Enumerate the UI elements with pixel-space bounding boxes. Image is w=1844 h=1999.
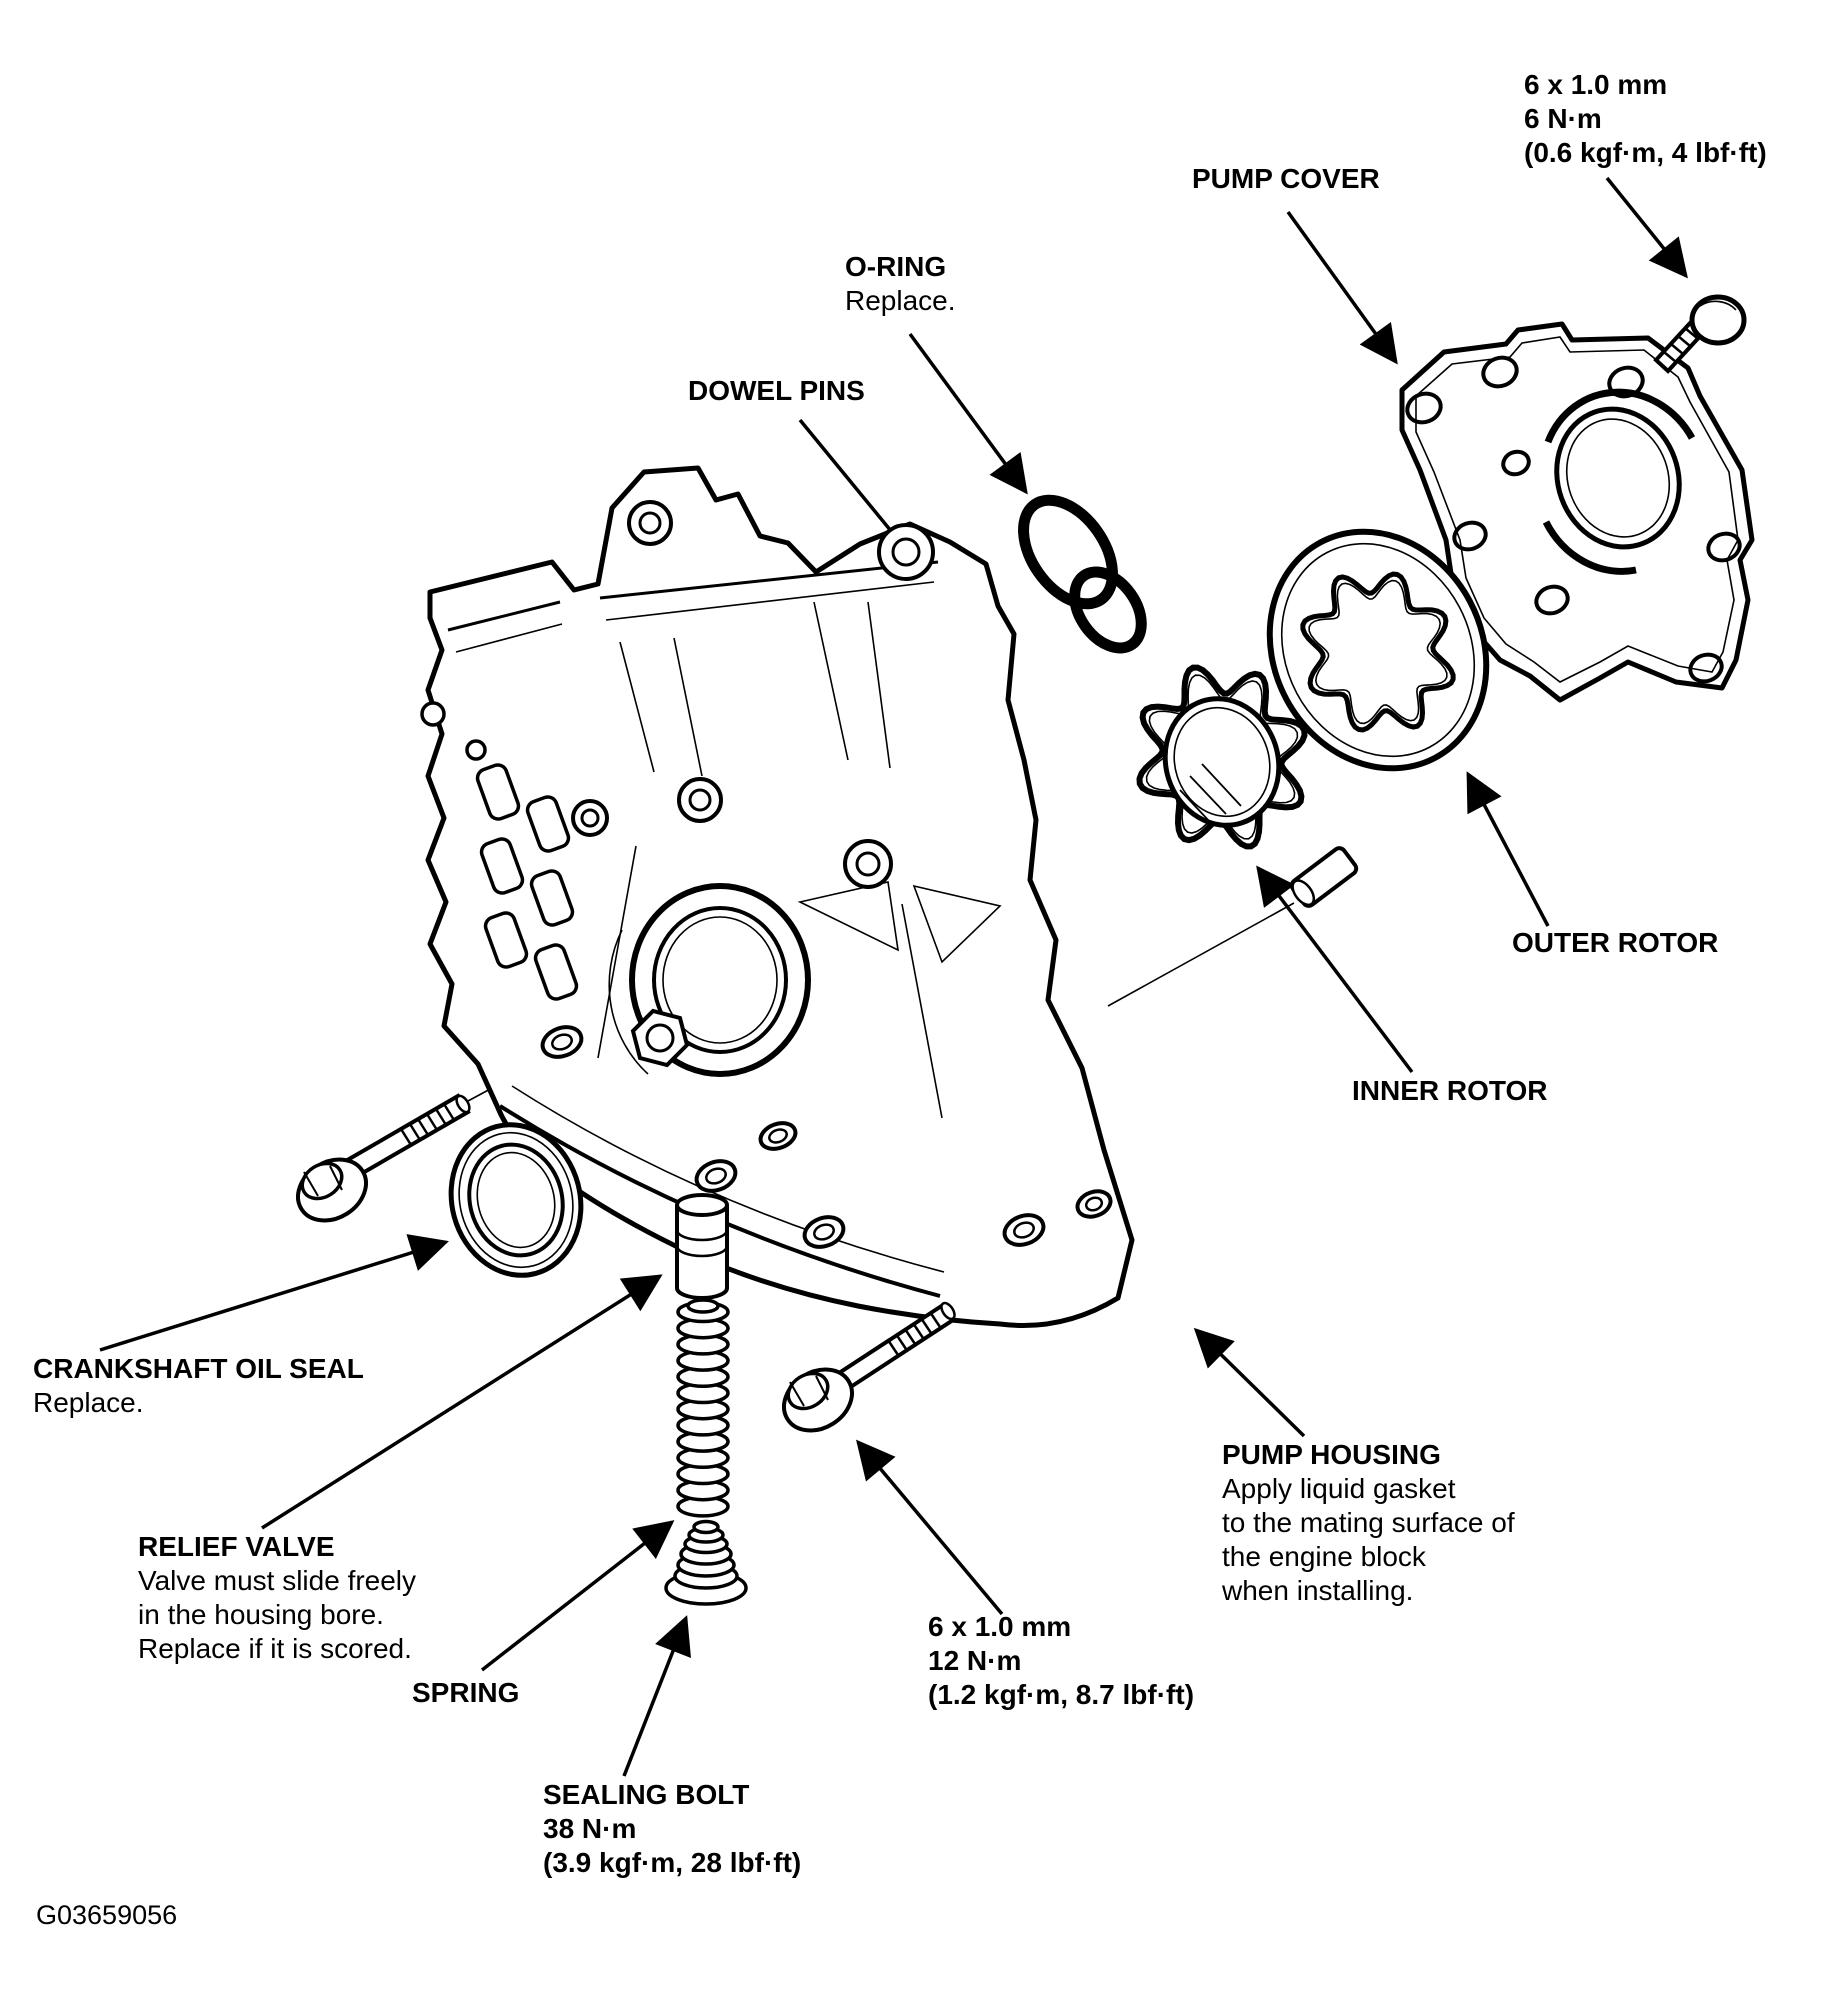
label-cover-bolt-spec: 6 x 1.0 mm 6 N·m (0.6 kgf·m, 4 lbf·ft) [1524,68,1767,170]
leader-relief-valve [261,1274,663,1530]
label-text: O-RING [845,251,947,282]
label-text: RELIEF VALVE [138,1531,335,1562]
leader-sealing-bolt [622,1615,691,1777]
label-note: when installing. [1222,1575,1414,1606]
leader-crank-seal [99,1234,449,1352]
label-sealing-bolt: SEALING BOLT 38 N·m (3.9 kgf·m, 28 lbf·f… [543,1778,801,1880]
label-note: Replace. [33,1387,144,1418]
leader-arrows [99,176,1688,1777]
label-note: Replace. [845,285,956,316]
label-note: Apply liquid gasket [1222,1473,1456,1504]
leader-inner-rotor [1256,865,1414,1074]
crankshaft-oil-seal-part [448,1122,584,1278]
spec-torque-alt: (1.2 kgf·m, 8.7 lbf·ft) [928,1679,1195,1710]
label-housing-bolt-spec: 6 x 1.0 mm 12 N·m (1.2 kgf·m, 8.7 lbf·ft… [928,1610,1194,1712]
label-relief-valve: RELIEF VALVE Valve must slide freely in … [138,1530,416,1666]
label-text: SEALING BOLT [543,1779,750,1810]
leader-pump-housing [1193,1327,1306,1438]
label-note: in the housing bore. [138,1599,384,1630]
o-ring-part [1018,494,1147,654]
label-text: INNER ROTOR [1352,1075,1548,1106]
leader-cover-bolt [1605,176,1688,279]
dowel-pin-2 [1289,846,1359,908]
label-text: PUMP HOUSING [1222,1439,1441,1470]
label-note: Valve must slide freely [138,1565,417,1596]
relief-valve-part [675,1193,729,1300]
leader-pump-cover [1286,210,1398,365]
label-note: the engine block [1222,1541,1426,1572]
label-text: CRANKSHAFT OIL SEAL [33,1353,364,1384]
label-crankshaft-oil-seal: CRANKSHAFT OIL SEAL Replace. [33,1352,364,1420]
inner-rotor-part [1136,664,1308,850]
label-spring: SPRING [412,1676,519,1710]
figure-code: G03659056 [36,1900,178,1930]
spring-part [676,1298,730,1518]
label-inner-rotor: INNER ROTOR [1352,1074,1548,1108]
pump-cover-part [1399,321,1755,703]
spec-size: 6 x 1.0 mm [928,1611,1072,1642]
sealing-bolt-part [664,1519,748,1606]
spec-torque-alt: (3.9 kgf·m, 28 lbf·ft) [543,1847,802,1878]
label-text: SPRING [412,1677,520,1708]
spec-torque: 38 N·m [543,1813,637,1844]
label-o-ring: O-RING Replace. [845,250,956,318]
spec-torque-alt: (0.6 kgf·m, 4 lbf·ft) [1524,137,1767,168]
label-note: to the mating surface of [1222,1507,1515,1538]
pump-housing-part [420,465,1135,1328]
label-pump-housing: PUMP HOUSING Apply liquid gasket to the … [1222,1438,1515,1608]
leader-o-ring [908,332,1028,495]
spec-torque: 12 N·m [928,1645,1022,1676]
housing-bolt-part [782,1301,956,1433]
label-text: OUTER ROTOR [1512,927,1719,958]
label-text: PUMP COVER [1192,163,1380,194]
label-dowel-pins: DOWEL PINS [688,374,865,408]
spec-torque: 6 N·m [1524,103,1602,134]
label-outer-rotor: OUTER ROTOR [1512,926,1718,960]
label-note: Replace if it is scored. [138,1633,412,1664]
leader-spring [480,1520,675,1672]
label-text: DOWEL PINS [688,375,865,406]
spec-size: 6 x 1.0 mm [1524,69,1668,100]
left-bolt-part [296,1093,471,1223]
leader-outer-rotor [1466,771,1550,927]
label-pump-cover: PUMP COVER [1192,162,1380,196]
leader-housing-bolt [856,1439,1004,1616]
cover-bolt-part [1653,294,1747,374]
outer-rotor-part [1266,528,1490,772]
